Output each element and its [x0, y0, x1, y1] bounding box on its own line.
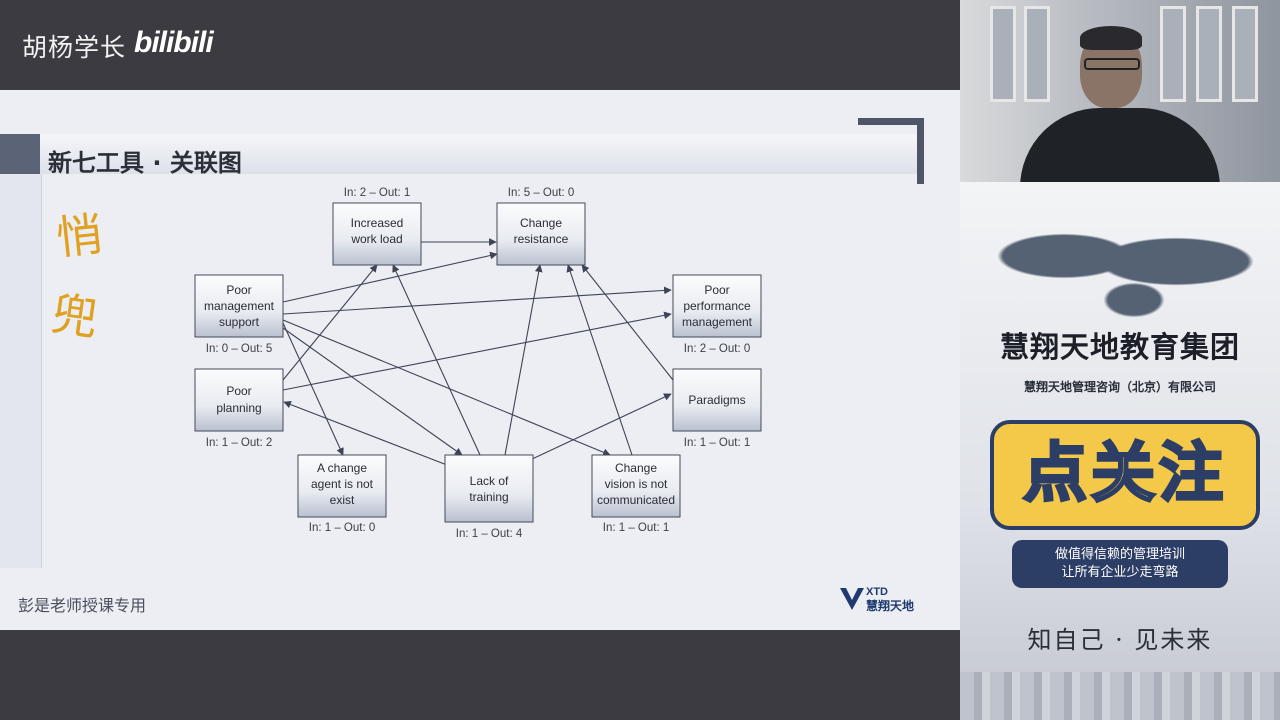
bookshelf — [1024, 6, 1050, 102]
video-top-bar: 胡杨学长 bilibili — [0, 0, 960, 90]
edge-vision-to-change-resistance — [566, 264, 633, 456]
node-label-line: work load — [350, 232, 402, 246]
node-change-agent-not-exist: A change agent is not exist In: 1 – Out:… — [297, 454, 387, 534]
slide-title: 新七工具 · 关联图 — [48, 149, 242, 177]
edge-poor-plan-to-increased — [282, 264, 378, 381]
node-io-count: In: 2 – Out: 0 — [684, 343, 750, 355]
node-label-line: support — [219, 315, 260, 329]
channel-name: 胡杨学长 — [22, 33, 127, 62]
group-subtitle: 慧翔天地管理咨询（北京）有限公司 — [1023, 380, 1216, 394]
node-label-line: Paradigms — [688, 393, 745, 407]
world-map-graphic — [980, 212, 1260, 322]
slogan-line: 做值得信赖的管理培训 — [1054, 547, 1185, 562]
node-io-count: In: 1 – Out: 1 — [684, 437, 750, 449]
follow-button[interactable]: 点关注 — [990, 420, 1260, 530]
node-label-line: training — [469, 490, 508, 504]
slide-left-strip — [0, 138, 42, 568]
title-accent-square — [0, 134, 40, 174]
edge-poor-mgmt-to-poor-perf — [282, 286, 672, 315]
presentation-slide: 新七工具 · 关联图 悄 兜 — [0, 90, 960, 630]
node-io-count: In: 1 – Out: 1 — [603, 522, 669, 534]
node-label-line: performance — [683, 299, 751, 313]
city-skyline-graphic — [960, 672, 1280, 720]
node-label-line: Poor — [704, 283, 729, 297]
node-label-line: resistance — [514, 232, 569, 246]
node-change-resistance: Change resistance In: 5 – Out: 0 — [496, 187, 586, 266]
node-label-line: exist — [330, 493, 355, 507]
node-poor-planning: Poor planning In: 1 – Out: 2 — [194, 368, 284, 449]
corner-bracket-vertical — [917, 118, 924, 184]
presenter-hair — [1080, 26, 1142, 50]
node-label-line: A change — [317, 461, 367, 475]
node-poor-performance-management: Poor performance management In: 2 – Out:… — [672, 274, 762, 355]
corner-bracket-horizontal — [858, 118, 924, 125]
edge-poor-plan-to-poor-perf — [282, 311, 672, 391]
node-label-line: Increased — [351, 216, 404, 230]
slogan-line: 让所有企业少走弯路 — [1061, 565, 1179, 580]
edge-training-to-poor-plan — [283, 400, 448, 466]
node-lack-of-training: Lack of training In: 1 – Out: 4 — [444, 454, 534, 540]
relations-diagram: Increased work load In: 2 – Out: 1 Chang… — [194, 187, 762, 540]
video-bottom-bar — [0, 630, 960, 720]
edge-training-to-paradigms — [529, 393, 672, 461]
node-io-count: In: 1 – Out: 0 — [309, 522, 375, 534]
node-label-line: Poor — [226, 283, 251, 297]
node-io-count: In: 1 – Out: 2 — [206, 437, 272, 449]
edge-training-to-change-resistance — [504, 264, 543, 456]
edge-poor-mgmt-to-training — [282, 327, 463, 456]
title-banner — [40, 134, 920, 174]
node-label-line: communicated — [597, 493, 675, 507]
node-label-line: Lack of — [470, 474, 509, 488]
edge-poor-mgmt-to-change-resistance — [282, 251, 498, 303]
edge-poor-mgmt-to-vision — [282, 319, 611, 456]
node-label-line: agent is not — [311, 477, 374, 491]
logo-name: 慧翔天地 — [866, 599, 915, 613]
logo-abbr: XTD — [866, 586, 888, 598]
node-label-line: Poor — [226, 384, 251, 398]
bilibili-logo: bilibili — [134, 26, 214, 59]
node-label-line: Change — [615, 461, 657, 475]
node-label-line: management — [682, 315, 753, 329]
edge-poor-mgmt-to-agent — [282, 322, 344, 456]
follow-label: 点关注 — [1022, 436, 1227, 513]
presenter-glasses — [1084, 58, 1140, 70]
node-io-count: In: 5 – Out: 0 — [508, 187, 574, 199]
node-change-vision-not-communicated: Change vision is not communicated In: 1 … — [591, 454, 681, 534]
edge-paradigms-to-change-resistance — [581, 264, 674, 381]
presenter-body — [1020, 108, 1220, 188]
node-label-line: vision is not — [605, 477, 668, 491]
slogan-badge: 做值得信赖的管理培训 让所有企业少走弯路 — [1012, 540, 1228, 588]
bookshelf — [990, 6, 1016, 102]
node-label-line: management — [204, 299, 275, 313]
presenter-video — [960, 0, 1280, 188]
promo-banner: 慧翔天地教育集团 慧翔天地管理咨询（北京）有限公司 点关注 做值得信赖的管理培训… — [960, 182, 1280, 720]
group-name: 慧翔天地教育集团 — [999, 330, 1240, 364]
xtd-logo-icon — [840, 588, 864, 610]
node-poor-management-support: Poor management support In: 0 – Out: 5 — [194, 274, 284, 355]
node-label-line: planning — [216, 401, 261, 415]
node-io-count: In: 2 – Out: 1 — [344, 187, 410, 199]
bookshelf — [1160, 6, 1186, 102]
motto: 知自己 · 见未来 — [1027, 626, 1213, 654]
node-label-line: Change — [520, 216, 562, 230]
node-increased-work-load: Increased work load In: 2 – Out: 1 — [332, 187, 422, 266]
bookshelf — [1232, 6, 1258, 102]
footer-note: 彭是老师授课专用 — [18, 596, 147, 615]
node-io-count: In: 1 – Out: 4 — [456, 528, 523, 540]
right-panel: 慧翔天地教育集团 慧翔天地管理咨询（北京）有限公司 点关注 做值得信赖的管理培训… — [960, 0, 1280, 720]
node-paradigms: Paradigms In: 1 – Out: 1 — [672, 368, 762, 449]
edge-training-to-increased — [392, 264, 481, 456]
bookshelf — [1196, 6, 1222, 102]
node-io-count: In: 0 – Out: 5 — [206, 343, 272, 355]
